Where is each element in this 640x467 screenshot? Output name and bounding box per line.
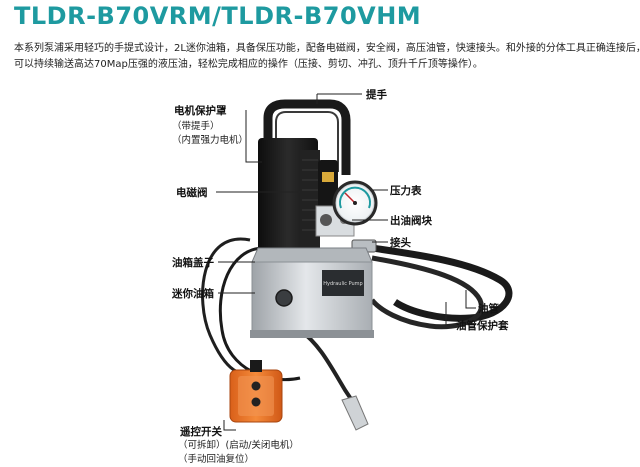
oil-pipe-sleeve <box>370 255 484 330</box>
page-title: TLDR-B70VRM/TLDR-B70VHM <box>14 2 422 30</box>
description: 本系列泵浦采用轻巧的手提式设计，2L迷你油箱，具备保压功能，配备电磁阀，安全阀，… <box>14 41 640 72</box>
description-line-2: 可以持续输送高达70Map压强的液压油，轻松完成相应的操作（压接、剪切、冲孔、顶… <box>14 58 483 70</box>
callout-motor <box>245 110 262 163</box>
callout-sleeve <box>445 302 454 326</box>
tank-cap <box>251 247 373 263</box>
label-pressure-gauge: 压力表 <box>390 185 422 197</box>
label-motor-cover: 电机保护罩 <box>174 105 227 117</box>
remote-button-on <box>251 381 261 391</box>
name-plate-text: Hydraulic Pump <box>323 281 362 287</box>
label-outlet-valve: 出油阀块 <box>390 215 432 227</box>
description-line-1: 本系列泵浦采用轻巧的手提式设计，2L迷你油箱，具备保压功能，配备电磁阀，安全阀，… <box>14 43 640 54</box>
label-mini-tank: 迷你油箱 <box>172 288 214 300</box>
label-solenoid-valve: 电磁阀 <box>176 187 208 199</box>
oil-pipe <box>371 244 513 322</box>
label-remote-sub2: （手动回油复位） <box>178 454 255 465</box>
label-remote-switch: 遥控开关 <box>180 426 222 438</box>
power-plug <box>341 395 369 431</box>
label-handle: 提手 <box>366 89 387 101</box>
remote-button-off <box>251 397 261 407</box>
label-remote-sub1: （可拆卸）(启动/关闭电机） <box>178 440 299 451</box>
label-oil-pipe: 油管 <box>478 303 499 315</box>
callout-remote <box>223 420 236 431</box>
callout-pipe <box>465 290 476 309</box>
label-tank-cap: 油箱盖子 <box>172 257 214 269</box>
label-motor-cover-sub2: （内置强力电机） <box>172 135 249 146</box>
name-plate <box>322 270 364 296</box>
tank-fill-cap <box>275 289 293 307</box>
handle-grip <box>263 99 351 175</box>
label-pipe-sleeve: 油管保护套 <box>456 320 509 332</box>
label-motor-cover-sub1: （带提手） <box>172 121 220 132</box>
tank-base <box>250 330 374 338</box>
label-connector: 接头 <box>390 237 411 249</box>
